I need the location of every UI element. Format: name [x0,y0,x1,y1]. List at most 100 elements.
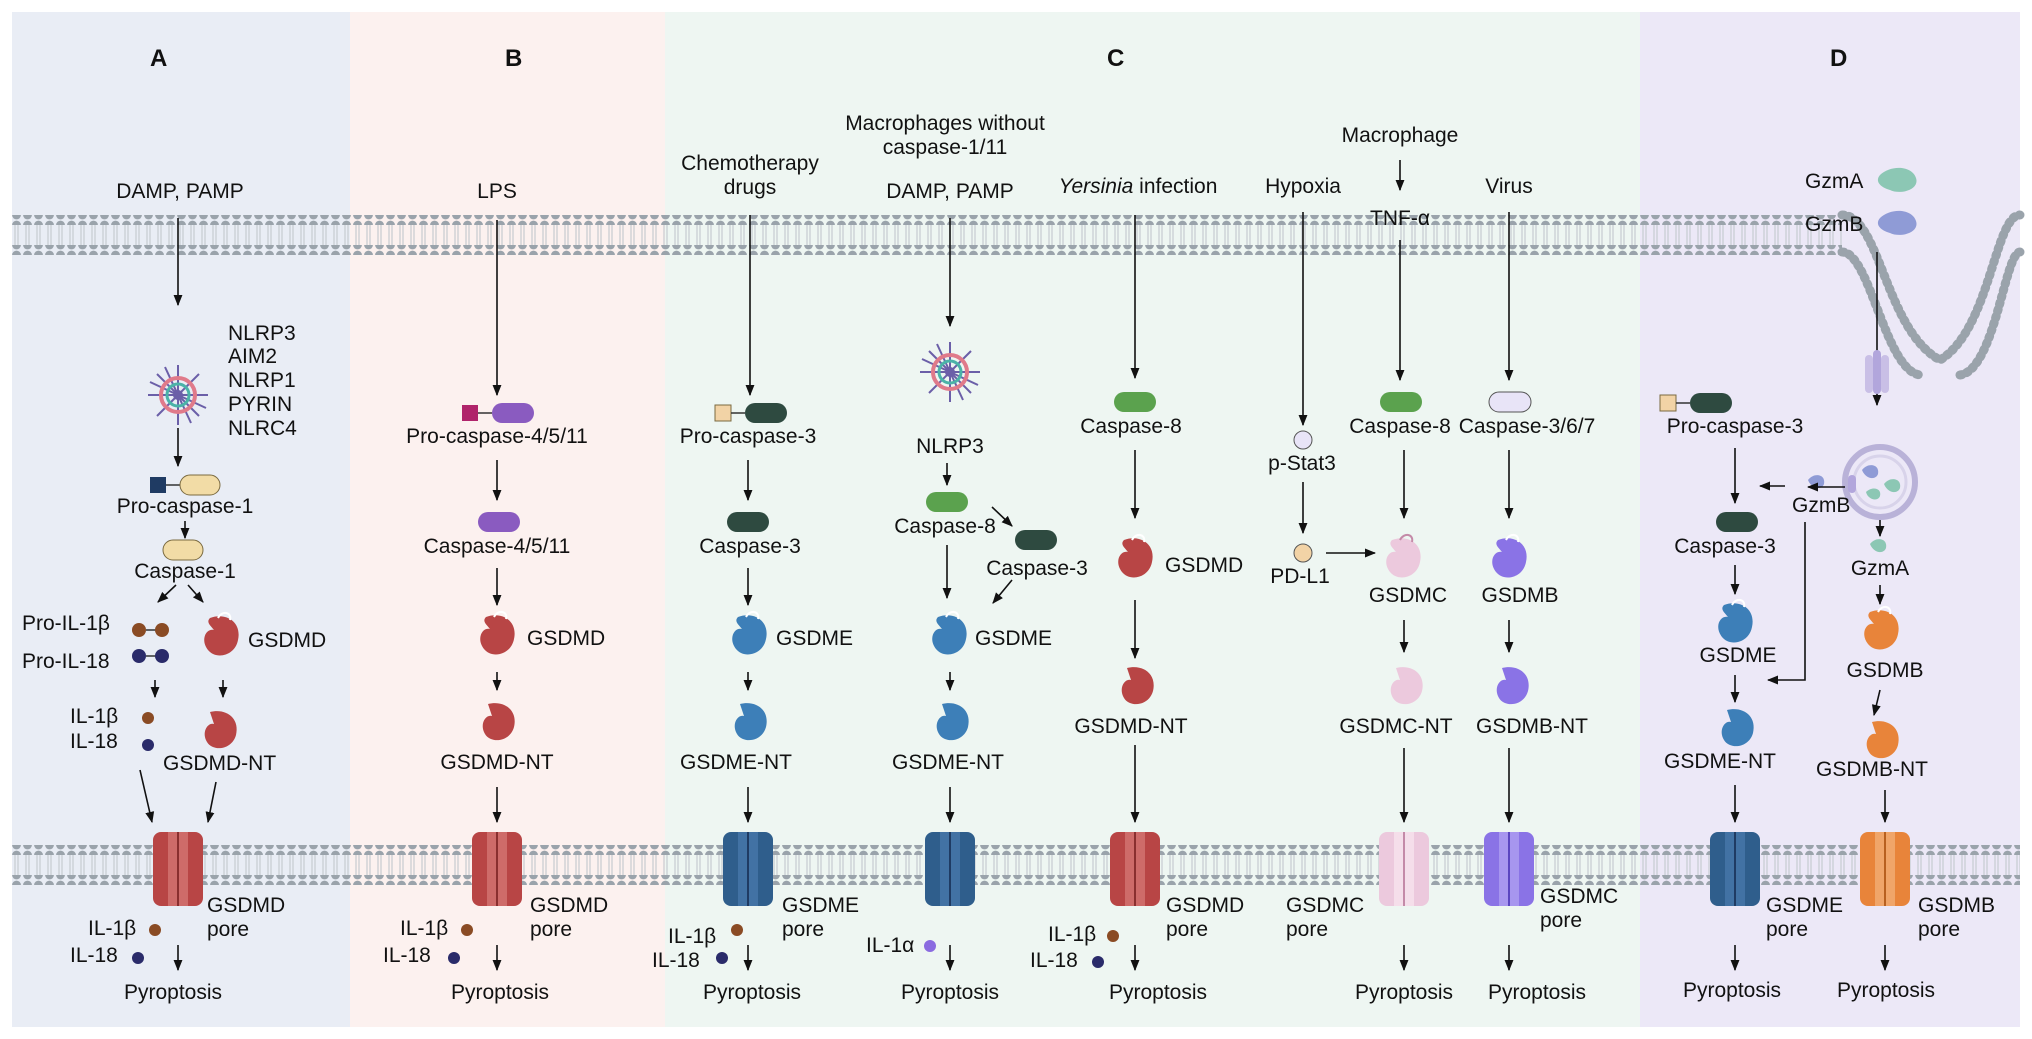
pore-label-line2: pore [782,918,824,941]
gsdmd-nt-icon [482,703,515,741]
gsdme-nt-label: GSDME-NT [1664,750,1776,773]
gsdmc-protein-icon [1386,534,1421,578]
caspase-8-icon [1380,392,1422,412]
outcome-label: Pyroptosis [124,981,222,1004]
inflammasome-icon [148,365,208,425]
pore-label-line2: pore [1540,909,1582,932]
gsdme-pore-icon [1710,832,1760,906]
caspase-label: Caspase-3 [1674,535,1776,558]
caspase-label: Caspase-1 [134,560,236,583]
outcome-label: Pyroptosis [1109,981,1207,1004]
pstat3-icon [1293,430,1313,450]
caspase-8-icon [926,492,968,512]
bottom-cell-membrane [12,845,2020,885]
gsdme-nt-icon [734,703,767,741]
gsdmc-nt-label: GSDMC-NT [1339,715,1452,738]
pro-il18-label: Pro-IL-18 [22,650,110,673]
outcome-label: Pyroptosis [1488,981,1586,1004]
caspase-label: Caspase-4/5/11 [424,535,571,558]
out-il18-icon [1092,956,1104,968]
inflammasome-icon [920,342,980,402]
outcome-label: Pyroptosis [1355,981,1453,1004]
out-il1b-icon [1107,930,1119,942]
trigger-label: LPS [477,180,517,203]
panel-c-virus: Virus Caspase-3/6/7 GSDMB GSDMB-NT GSDMC… [1459,175,1618,1004]
out-il1b-label: IL-1β [668,925,716,948]
panel-d: GzmA GzmB GzmB GzmA Pro- [1659,167,1995,1002]
pore-e-label-line2: pore [1766,918,1808,941]
out-il1b-label: IL-1β [400,917,448,940]
pro-caspase-label: Pro-caspase-4/5/11 [406,425,588,448]
pore-label-line2: pore [207,918,249,941]
trigger-label: Yersinia infection [1059,175,1218,198]
outcome-label: Pyroptosis [703,981,801,1004]
panel-c-macrophage-nlrp3: Macrophages without caspase-1/11 DAMP, P… [845,112,1088,1004]
trigger-label: Virus [1485,175,1532,198]
pro-caspase-3-icon [714,403,787,423]
sensor-aim2: AIM2 [228,345,277,368]
gzmb-icon [1877,210,1917,235]
gsdme-protein-icon [732,611,767,655]
pore-e-label-line1: GSDME [1766,894,1843,917]
caspase-3-icon [1015,530,1057,550]
il1b-icon [142,712,154,724]
caspase-4-icon [478,512,520,532]
gsdmc-nt-icon [1390,667,1423,705]
outcome-label: Pyroptosis [451,981,549,1004]
gsdmd-pore-icon [472,832,522,906]
panel-label-a: A [150,45,167,72]
gsdme-nt-label: GSDME-NT [680,751,792,774]
gsdmb-nt-label: GSDMB-NT [1476,715,1588,738]
out-il1b-label: IL-1β [1048,923,1096,946]
gsdme-protein-icon [932,611,967,655]
out-il1b-label: IL-1β [88,917,136,940]
gsdme-label: GSDME [975,627,1052,650]
pro-caspase-label: Pro-caspase-3 [680,425,817,448]
sensor-nlrp1: NLRP1 [228,369,296,392]
arrow [992,579,1013,604]
gsdmb-pore-icon [1860,832,1910,906]
gsdmd-nt-icon [1121,667,1154,705]
caspase3-label: Caspase-3 [986,557,1088,580]
endosome-icon [1842,444,1918,520]
arrow [157,584,177,603]
gzmb-label: GzmB [1805,213,1863,236]
trigger-rest: infection [1133,175,1217,198]
arrow [1766,522,1806,685]
sensor-label: NLRP3 [916,435,984,458]
gsdme-protein-icon [1718,599,1753,643]
pro-caspase-3-icon [1659,393,1732,413]
top-cell-membrane [12,210,2025,380]
caspase-3-6-7-icon [1488,391,1532,413]
caspase-1-icon [162,539,204,561]
outcome-e-label: Pyroptosis [1683,979,1781,1002]
pro-caspase-4-icon [462,403,534,423]
gsdmb-nt-label: GSDMB-NT [1816,758,1928,781]
pore-label-line2: pore [1166,918,1208,941]
caspase-label: Caspase-3 [699,535,801,558]
out-il18-label: IL-18 [383,944,431,967]
gsdmb-pore-icon [1484,832,1534,906]
gsdmd-protein-icon [204,612,239,656]
il18-icon [142,739,154,751]
arrow [1871,689,1881,717]
gsdme-pore-icon [723,832,773,906]
arrow [205,781,217,824]
gsdme-label: GSDME [776,627,853,650]
gsdmb-label: GSDMB [1846,659,1923,682]
gzmb-inner-label: GzmB [1792,494,1850,517]
out-il18-icon [448,952,460,964]
pro-il18-icon [132,649,169,663]
gzma-inner-icon [1870,539,1887,553]
caspase8-label: Caspase-8 [1349,415,1451,438]
gsdme-nt-label: GSDME-NT [892,751,1004,774]
tnfa-label: TNF-α [1370,207,1430,230]
out-il18-icon [132,952,144,964]
trigger-label-line2: drugs [724,176,777,199]
gsdmd-label: GSDMD [1165,554,1243,577]
panel-c-chemotherapy: Chemotherapy drugs Pro-caspase-3 Caspase… [652,152,859,1004]
out-il1b-icon [461,924,473,936]
arrow [991,506,1013,527]
gsdme-label: GSDME [1699,644,1776,667]
gsdmc-label: GSDMC [1369,584,1447,607]
